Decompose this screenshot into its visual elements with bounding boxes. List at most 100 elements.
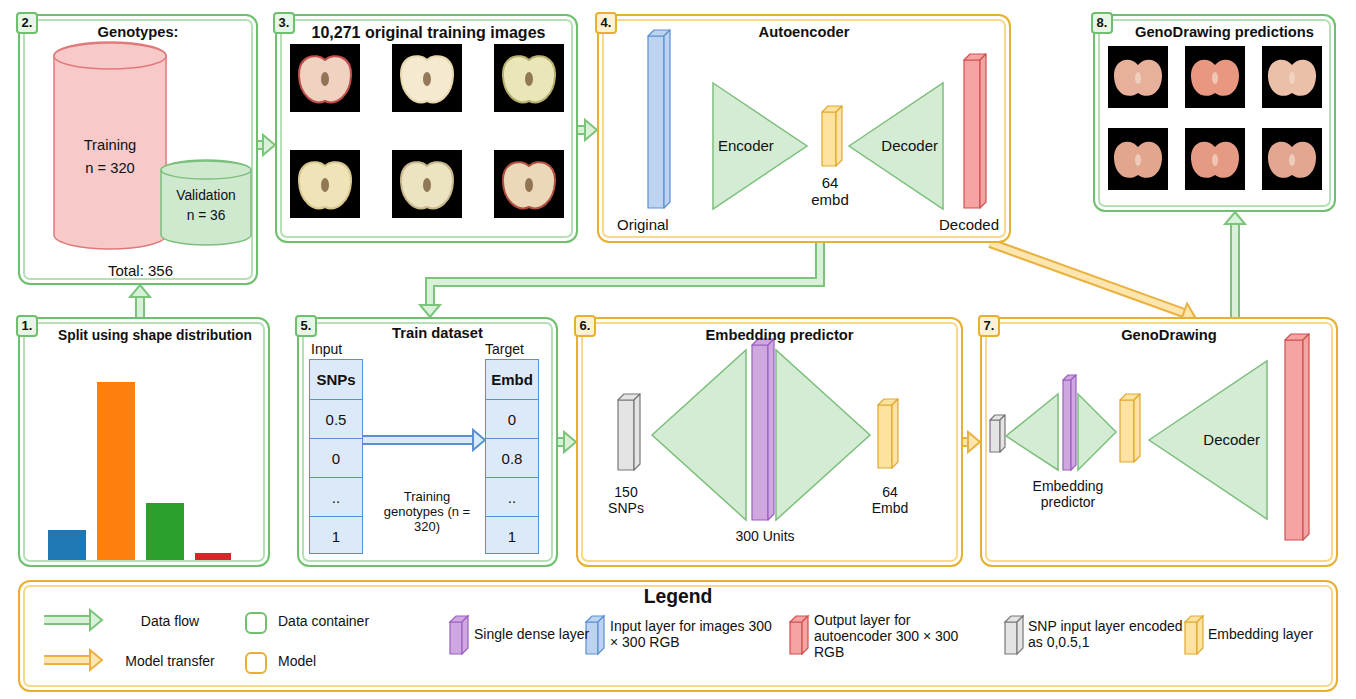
arrow-shaft <box>135 297 145 317</box>
table-cell: .. <box>310 477 362 516</box>
box-title: GenoDrawing <box>1002 327 1336 344</box>
arrow-head <box>130 285 150 297</box>
data-flow-arrow <box>420 243 820 317</box>
genotype-cylinder: Validationn = 36 <box>160 160 252 246</box>
model-box: 7.GenoDrawingEmbedding predictor Decoder <box>980 317 1338 567</box>
arrow-head <box>1180 304 1195 323</box>
data-container-box: 1.Split using shape distribution <box>18 317 270 567</box>
arrow-shaft <box>578 127 585 133</box>
node-label: Total: 356 <box>108 262 173 279</box>
node-label: Encoder <box>718 137 774 154</box>
arrow-shaft <box>137 297 143 317</box>
model-box: 4.AutoencoderOriginal 64 embdDecoded Encod… <box>597 14 1011 243</box>
step-number: 5. <box>295 315 317 337</box>
legend-box-sample <box>245 612 267 634</box>
step-number: 4. <box>595 12 617 34</box>
bar <box>195 553 231 560</box>
arrow-shaft <box>44 657 90 663</box>
node-label: Original <box>617 216 669 233</box>
legend-swatch <box>1183 612 1207 658</box>
data-container-box: 3.10,271 original training images <box>275 14 578 243</box>
table-column: Embd00.8..1 <box>485 359 539 554</box>
arrow-shaft <box>44 615 90 625</box>
table-cell: 0.8 <box>486 438 538 477</box>
legend-text: Model <box>278 653 316 669</box>
arrow-shaft <box>990 243 1184 313</box>
arrow-shaft <box>990 243 1184 313</box>
legend-text: Data flow <box>115 613 225 629</box>
data-flow-arrow <box>130 285 150 317</box>
node-label: Training <box>53 137 167 154</box>
arrow-head <box>564 432 576 452</box>
data-flow-arrow <box>578 120 597 140</box>
box-title: Train dataset <box>319 325 556 342</box>
table-cell: 0 <box>310 438 362 477</box>
data-flow-arrow <box>558 432 576 452</box>
arrow-head <box>90 610 102 630</box>
arrow-shaft <box>1232 224 1238 317</box>
legend-swatch <box>1003 612 1027 658</box>
legend-swatch <box>788 612 812 658</box>
node-label: 64 Embd <box>862 484 918 516</box>
node-label: 64 embd <box>808 174 852 209</box>
bar-chart <box>48 382 231 560</box>
box-title: Legend <box>20 586 1336 608</box>
arrow-shaft <box>44 655 90 665</box>
node-label: 150 SNPs <box>600 484 652 516</box>
arrow-shaft <box>1230 224 1240 317</box>
arrow-head <box>263 135 275 155</box>
step-number: 1. <box>16 315 38 337</box>
legend-text: Input layer for images 300 × 300 RGB <box>610 618 775 650</box>
data-container-box: 5.Train datasetInput TargetTraining genot… <box>297 317 558 567</box>
table-cell: 1 <box>486 516 538 555</box>
legend-text: Embedding layer <box>1208 626 1313 642</box>
node-label: Decoded <box>939 216 999 233</box>
legend-text: SNP input layer encoded as 0,0.5,1 <box>1028 618 1198 650</box>
data-container-box: 8.GenoDrawing predictions <box>1093 14 1336 212</box>
apple-images <box>290 44 564 218</box>
arrow-shaft <box>430 243 820 305</box>
data-flow-arrow <box>363 430 485 450</box>
table-cell: 1 <box>310 516 362 555</box>
legend-arrow-sample <box>42 608 106 632</box>
node-label: Input <box>311 341 342 357</box>
arrow-head <box>473 430 485 450</box>
arrow-head <box>968 432 980 452</box>
bar <box>146 503 184 560</box>
arrow-head <box>90 650 102 670</box>
data-flow-arrow <box>258 135 275 155</box>
legend-box-sample <box>245 652 267 674</box>
step-number: 2. <box>16 12 38 34</box>
table-column: SNPs0.50..1 <box>309 359 363 554</box>
column-header: SNPs <box>310 360 362 399</box>
legend-text: Output layer for autoencoder 300 × 300 R… <box>814 612 979 660</box>
box-title: Split using shape distribution <box>42 328 268 344</box>
dense-triangles <box>652 350 1116 520</box>
arrow-shaft <box>44 617 90 623</box>
arrow-shaft <box>430 243 820 305</box>
data-container-box: 2.Genotypes:Total: 356Trainingn = 320Val… <box>18 14 258 285</box>
table-cell: .. <box>486 477 538 516</box>
box-title: 10,271 original training images <box>297 24 560 42</box>
model-box: 6.Embedding predictor150 SNPs300 Units64… <box>576 317 963 567</box>
node-label: Embedding predictor <box>1020 478 1116 510</box>
step-number: 8. <box>1091 12 1113 34</box>
node-label: Decoder <box>1188 431 1260 448</box>
bar <box>48 530 86 560</box>
node-label: Validation <box>160 188 252 204</box>
model-transfer-arrow <box>963 432 980 452</box>
node-label: Target <box>485 341 524 357</box>
arrow-shaft <box>363 437 473 443</box>
node-label: 300 Units <box>735 528 795 544</box>
step-number: 3. <box>273 12 295 34</box>
arrow-head <box>1225 212 1245 224</box>
step-number: 7. <box>978 315 1000 337</box>
box-title: Embedding predictor <box>598 327 961 344</box>
node-label: Training genotypes (n = 320) <box>382 490 472 535</box>
box-title: Genotypes: <box>20 24 256 41</box>
legend-arrow-sample <box>42 648 106 672</box>
legend-text: Data container <box>278 613 369 629</box>
box-title: Autoencoder <box>599 24 1009 41</box>
box-title: GenoDrawing predictions <box>1115 24 1334 41</box>
decoder-block: Decoder <box>848 82 944 210</box>
